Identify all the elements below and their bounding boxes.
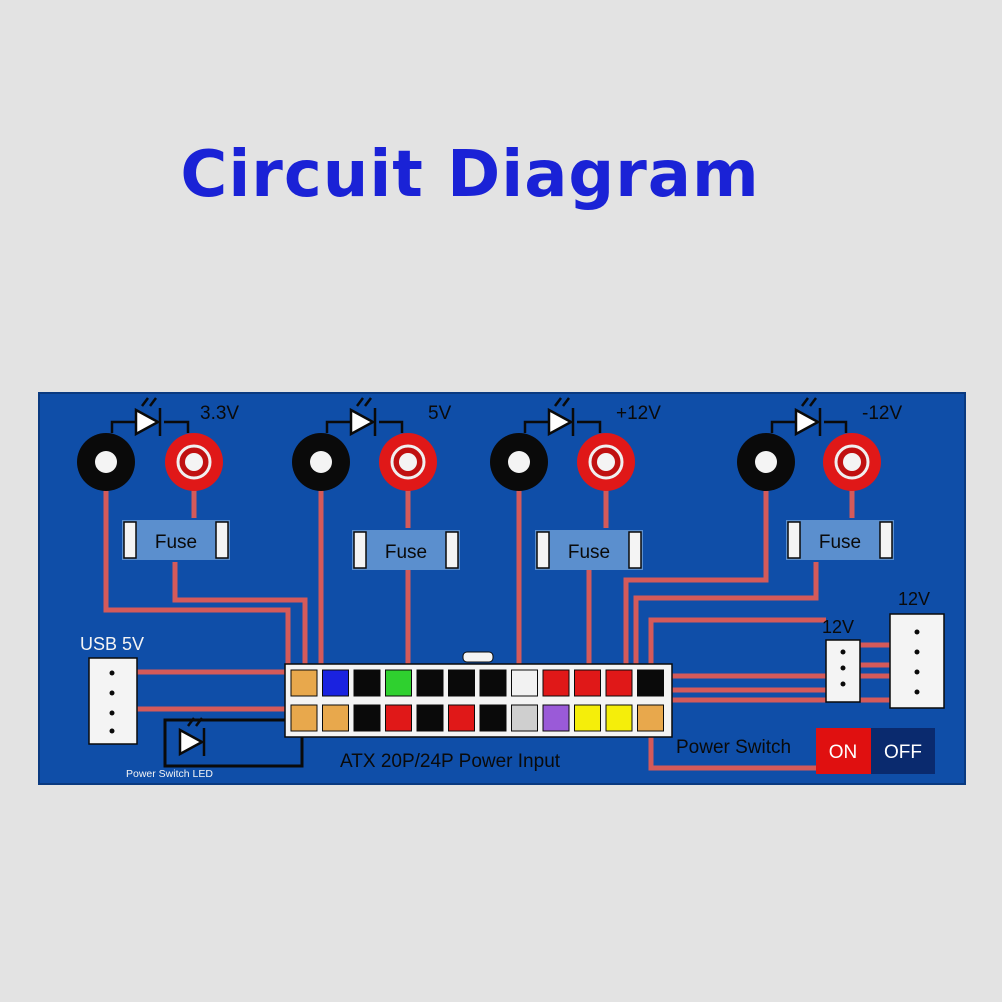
- atx-pin-red: [605, 669, 633, 697]
- atx-pin-black: [416, 704, 444, 732]
- rail-label-12v: +12V: [616, 403, 661, 424]
- atx-pin-black: [353, 704, 381, 732]
- atx-pin-blue: [322, 669, 349, 697]
- atx-pin-orange: [290, 704, 318, 732]
- rail-label-neg12v: -12V: [862, 403, 902, 424]
- fuse-label: Fuse: [155, 532, 197, 553]
- circuit-traces: [103, 490, 890, 771]
- atx-pin-lightgray: [511, 704, 538, 732]
- power-switch-led-label: Power Switch LED: [126, 768, 213, 780]
- atx-pin-black: [479, 704, 507, 732]
- atx-pin-red: [574, 669, 601, 697]
- usb-label: USB 5V: [80, 634, 144, 654]
- fuse-12v: Fuse: [535, 530, 643, 570]
- rail-5v-posts: [292, 433, 437, 491]
- led-icon: [523, 397, 602, 437]
- atx-pin-red: [542, 669, 570, 697]
- led-wire: [163, 718, 304, 768]
- rail-3v3-posts: [77, 433, 223, 491]
- fuse-label: Fuse: [819, 532, 861, 553]
- usb-5v-connector: [88, 657, 138, 745]
- connector-12v-large-label: 12V: [898, 589, 930, 609]
- fuse-neg12v: Fuse: [786, 520, 894, 560]
- switch-on-label: ON: [829, 742, 858, 763]
- atx-label: ATX 20P/24P Power Input: [340, 751, 561, 772]
- fuse-label: Fuse: [568, 542, 610, 563]
- atx-pin-black: [353, 669, 381, 697]
- atx-pin-orange: [290, 669, 318, 697]
- atx-pin-white: [511, 669, 538, 697]
- atx-pin-black: [448, 669, 475, 697]
- atx-pin-yellow: [605, 704, 633, 732]
- atx-pin-purple: [542, 704, 570, 732]
- connector-12v-large: [889, 613, 945, 709]
- power-switch-led-icon: [178, 717, 206, 757]
- fuse-5v: Fuse: [352, 530, 460, 570]
- atx-pin-orange: [322, 704, 349, 732]
- rail-label-3v3: 3.3V: [200, 403, 239, 424]
- atx-pin-black: [479, 669, 507, 697]
- atx-pin-yellow: [574, 704, 601, 732]
- atx-pin-red: [448, 704, 475, 732]
- connector-12v-small-label: 12V: [822, 617, 854, 637]
- switch-off-label: OFF: [884, 742, 922, 763]
- rail-12v-posts: [490, 433, 635, 491]
- connector-12v-small: [825, 639, 861, 703]
- rail-leds: [110, 397, 848, 437]
- page-title: Circuit Diagram: [180, 138, 760, 212]
- power-switch[interactable]: ON OFF: [816, 728, 935, 774]
- led-icon: [110, 397, 190, 437]
- fuse-label: Fuse: [385, 542, 427, 563]
- fuse-3v3: Fuse: [122, 520, 230, 560]
- rail-neg12v-posts: [737, 433, 881, 491]
- switch-off-button[interactable]: [871, 728, 935, 774]
- rail-label-5v: 5V: [428, 403, 452, 424]
- led-icon: [325, 397, 404, 437]
- atx-pin-black: [637, 669, 664, 697]
- power-switch-label: Power Switch: [676, 737, 791, 758]
- switch-on-button[interactable]: [816, 728, 871, 774]
- atx-connector: [284, 651, 673, 738]
- atx-pin-black: [416, 669, 444, 697]
- led-icon: [770, 397, 848, 437]
- atx-pin-red: [385, 704, 412, 732]
- atx-pin-orange: [637, 704, 664, 732]
- atx-pin-green: [385, 669, 412, 697]
